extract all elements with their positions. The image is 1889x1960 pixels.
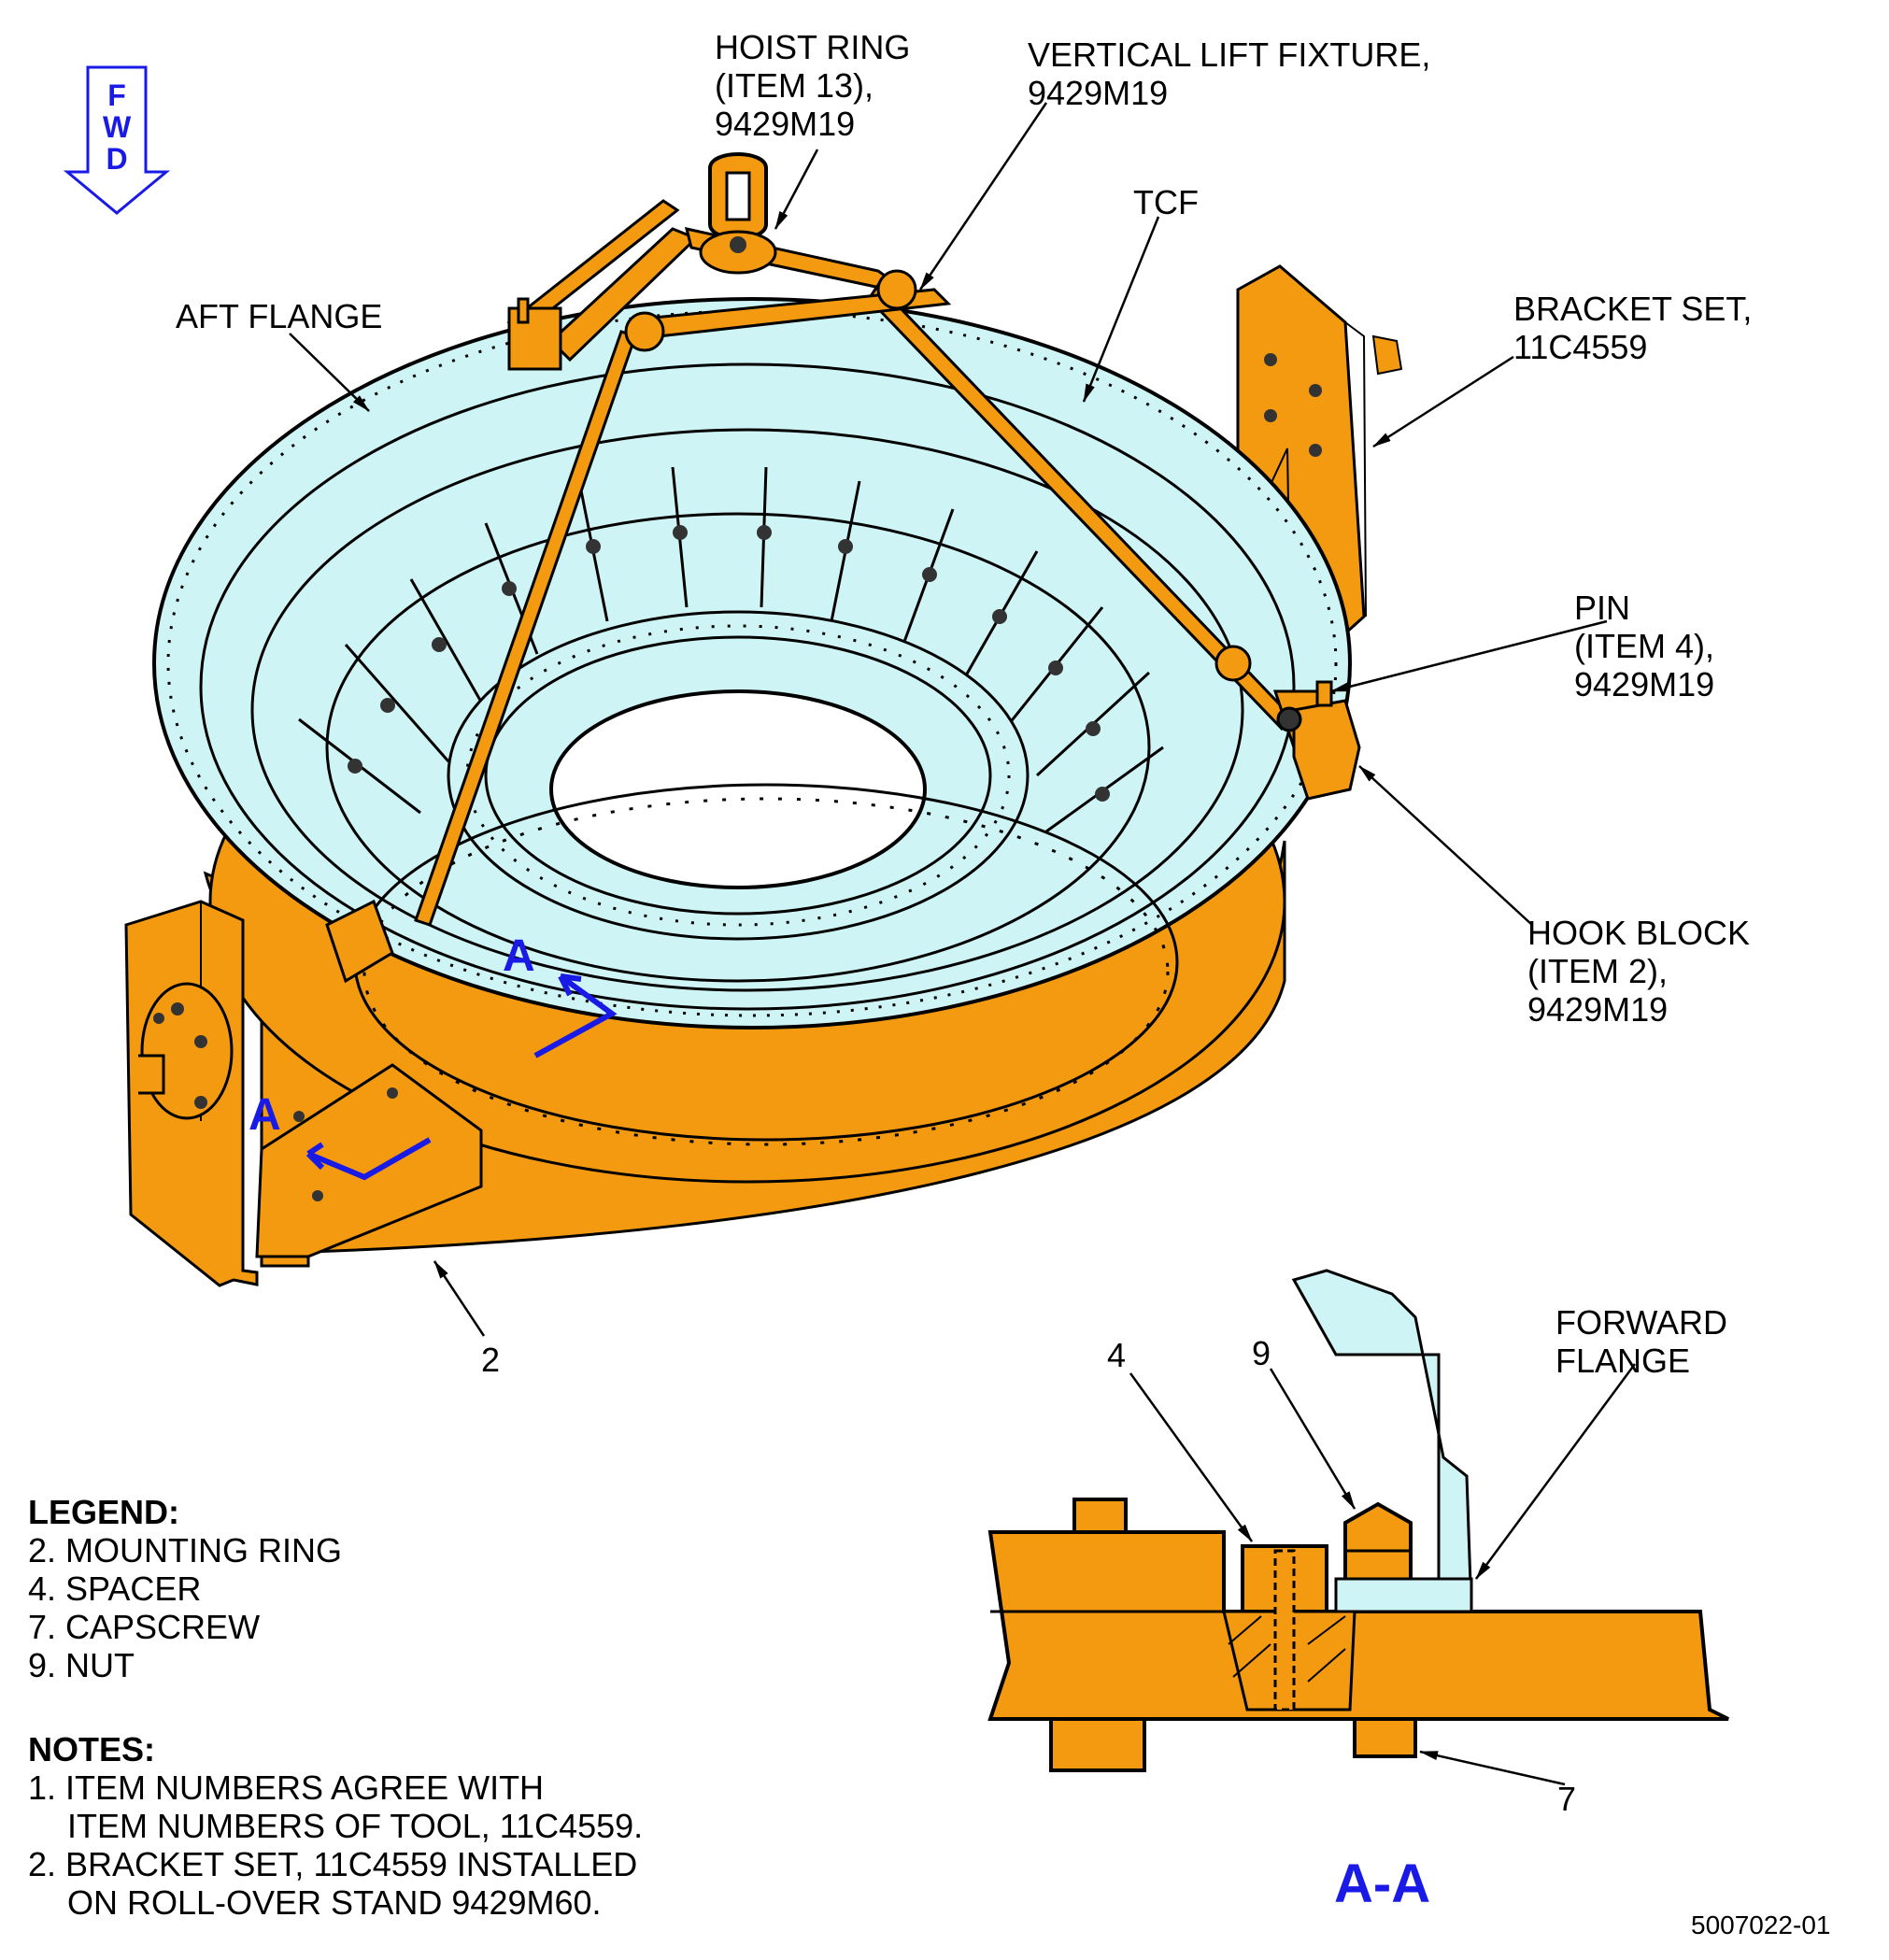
callout-7: 7 <box>1557 1780 1577 1818</box>
section-marker-upper: A <box>503 931 535 981</box>
note-line: ITEM NUMBERS OF TOOL, 11C4559. <box>67 1807 644 1845</box>
section-title: A-A <box>1334 1853 1431 1914</box>
hook-block-line-1: HOOK BLOCK <box>1527 914 1751 952</box>
notes: NOTES: 1. ITEM NUMBERS AGREE WITH ITEM N… <box>28 1730 643 1922</box>
legend-item: 7. CAPSCREW <box>28 1608 261 1646</box>
legend-item: 9. NUT <box>28 1646 135 1684</box>
hook-block-line-3: 9429M19 <box>1527 990 1669 1029</box>
hoist-ring-label: HOIST RING (ITEM 13), 9429M19 <box>715 28 910 143</box>
bracket-set-label: BRACKET SET, 11C4559 <box>1513 290 1752 366</box>
bracket-set-line-2: 11C4559 <box>1513 328 1648 366</box>
vertical-lift-fixture-label: VERTICAL LIFT FIXTURE, 9429M19 <box>1028 36 1430 112</box>
notes-title: NOTES: <box>28 1730 156 1768</box>
hook-block-label: HOOK BLOCK (ITEM 2), 9429M19 <box>1527 914 1750 1029</box>
fwd-letter-w: W <box>103 110 132 144</box>
note-line: ON ROLL-OVER STAND 9429M60. <box>67 1883 602 1922</box>
pin-label: PIN (ITEM 4), 9429M19 <box>1574 589 1714 703</box>
hoist-ring <box>699 152 777 275</box>
aft-flange-label: AFT FLANGE <box>176 297 383 335</box>
section-view <box>987 1269 1729 1772</box>
section-marker-lower: A <box>249 1090 281 1140</box>
legend-item: 4. SPACER <box>28 1569 202 1608</box>
legend-item: 2. MOUNTING RING <box>28 1531 343 1569</box>
legend: LEGEND: 2. MOUNTING RING 4. SPACER 7. CA… <box>28 1493 342 1684</box>
hoist-ring-line-2: (ITEM 13), <box>715 66 874 105</box>
fwd-letter-f: F <box>107 78 126 112</box>
bracket-set-line-1: BRACKET SET, <box>1513 290 1753 328</box>
hook-block <box>1276 680 1361 801</box>
legend-title: LEGEND: <box>28 1493 179 1531</box>
fwd-label: F W D <box>103 79 131 175</box>
fwd-arrow-icon <box>63 65 171 215</box>
pin-line-2: (ITEM 4), <box>1574 627 1714 665</box>
forward-flange-line-1: FORWARD <box>1555 1303 1727 1342</box>
vertical-lift-fixture-line-1: VERTICAL LIFT FIXTURE, <box>1028 36 1431 74</box>
pin-line-3: 9429M19 <box>1574 665 1715 703</box>
fwd-letter-d: D <box>106 142 128 176</box>
hook-block-line-2: (ITEM 2), <box>1527 952 1668 990</box>
forward-flange-line-2: FLANGE <box>1555 1342 1691 1380</box>
leader-lines <box>289 102 1637 1786</box>
note-line: 1. ITEM NUMBERS AGREE WITH <box>28 1768 545 1807</box>
left-stand-bracket <box>124 900 483 1287</box>
figure-number: 5007022-01 <box>1691 1910 1831 1939</box>
callout-4: 4 <box>1107 1336 1127 1374</box>
tcf-label: TCF <box>1133 183 1199 221</box>
callout-2: 2 <box>481 1341 501 1379</box>
hoist-ring-line-3: 9429M19 <box>715 105 856 143</box>
section-view-arrow-icon <box>305 973 618 1181</box>
forward-flange-label: FORWARD FLANGE <box>1555 1303 1727 1380</box>
left-top-hardware <box>507 297 562 371</box>
pin-line-1: PIN <box>1574 589 1631 627</box>
callout-9: 9 <box>1252 1334 1271 1372</box>
vertical-lift-fixture-line-2: 9429M19 <box>1028 74 1169 112</box>
note-line: 2. BRACKET SET, 11C4559 INSTALLED <box>28 1845 638 1883</box>
hoist-ring-line-1: HOIST RING <box>715 28 911 66</box>
